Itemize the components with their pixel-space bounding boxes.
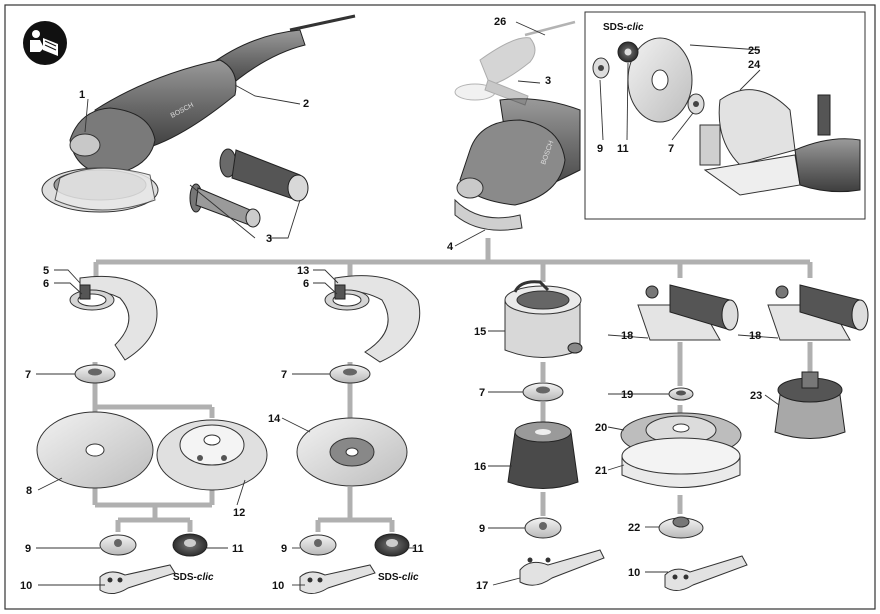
label-7: 7 <box>479 387 485 399</box>
angle-grinder-main: BOSCH <box>41 14 356 213</box>
label-7: 7 <box>281 369 287 381</box>
label-20: 20 <box>595 422 607 434</box>
label-24: 24 <box>748 59 761 71</box>
label-11: 11 <box>232 543 244 555</box>
label-11: 11 <box>412 543 424 555</box>
label-25: 25 <box>748 45 760 57</box>
sds-clic-quick-clamp-nut <box>374 533 410 557</box>
sds-clic-label-inset: SDS-clic <box>603 22 644 33</box>
round-nut <box>658 516 704 539</box>
label-6: 6 <box>303 278 309 290</box>
label-16: 16 <box>474 461 486 473</box>
flap-disc <box>156 419 268 491</box>
hand-guard <box>637 284 739 341</box>
sds-clic-inset-frame <box>584 11 866 220</box>
label-13: 13 <box>297 265 309 277</box>
clamping-nut <box>99 534 137 556</box>
clamping-nut <box>524 517 562 539</box>
cutting-guard-large <box>324 275 421 363</box>
label-9: 9 <box>597 143 603 155</box>
label-5: 5 <box>43 265 49 277</box>
leader-lines <box>36 21 780 586</box>
angle-grinder-ghost <box>454 20 576 106</box>
mounting-flange <box>329 364 371 384</box>
auxiliary-handle <box>189 148 309 228</box>
part-number-labels: 1 2 3 3 4 5 6 6 7 7 7 7 8 9 9 9 9 10 10 … <box>20 16 762 592</box>
label-14: 14 <box>268 413 281 425</box>
label-21: 21 <box>595 465 607 477</box>
mounting-flange <box>522 382 564 402</box>
sds-clic-nut-inset <box>617 41 639 63</box>
sds-clic-label: SDS-clic <box>378 572 419 583</box>
label-15: 15 <box>474 326 486 338</box>
protection-hood-for-cup-wheel <box>504 280 583 358</box>
clamping-nut <box>299 534 337 556</box>
label-22: 22 <box>628 522 640 534</box>
label-18: 18 <box>621 330 633 342</box>
cutting-disc <box>296 417 408 487</box>
label-3: 3 <box>545 75 551 87</box>
label-17: 17 <box>476 580 488 592</box>
two-hole-spanner <box>664 555 748 591</box>
carbide-cup-wheel <box>507 421 579 489</box>
label-7: 7 <box>668 143 674 155</box>
grinding-disc <box>36 411 154 489</box>
label-26: 26 <box>494 16 506 28</box>
label-9: 9 <box>281 543 287 555</box>
label-1: 1 <box>79 89 85 101</box>
page-border <box>4 4 876 610</box>
cup-brush <box>774 371 846 439</box>
sds-clic-label: SDS-clic <box>173 572 214 583</box>
sds-clic-quick-clamp-nut <box>172 533 208 557</box>
two-hole-spanner <box>299 564 376 594</box>
grinding-guard <box>69 275 158 361</box>
label-10: 10 <box>20 580 32 592</box>
label-4: 4 <box>447 241 454 253</box>
label-9: 9 <box>25 543 31 555</box>
cutting-guard <box>699 89 801 196</box>
label-3: 3 <box>266 233 272 245</box>
mounting-flange <box>74 364 116 384</box>
label-7: 7 <box>25 369 31 381</box>
label-10: 10 <box>272 580 284 592</box>
label-8: 8 <box>26 485 32 497</box>
sanding-sheet <box>621 437 741 488</box>
label-18: 18 <box>749 330 761 342</box>
flange-nut-inset <box>592 57 610 79</box>
two-hole-spanner <box>99 564 176 594</box>
rubber-sanding-plate-nut <box>668 387 694 401</box>
label-2: 2 <box>303 98 309 110</box>
label-11: 11 <box>617 143 629 155</box>
hand-guard <box>767 284 869 341</box>
label-9: 9 <box>479 523 485 535</box>
label-19: 19 <box>621 389 633 401</box>
pin-spanner <box>519 549 605 586</box>
grinder-in-guard <box>794 94 861 193</box>
label-23: 23 <box>750 390 762 402</box>
mounting-flange-inset <box>687 93 705 115</box>
read-manual-icon <box>23 21 67 65</box>
angle-grinder-secondary: BOSCH <box>454 98 581 231</box>
label-10: 10 <box>628 567 640 579</box>
label-12: 12 <box>233 507 245 519</box>
label-6: 6 <box>43 278 49 290</box>
